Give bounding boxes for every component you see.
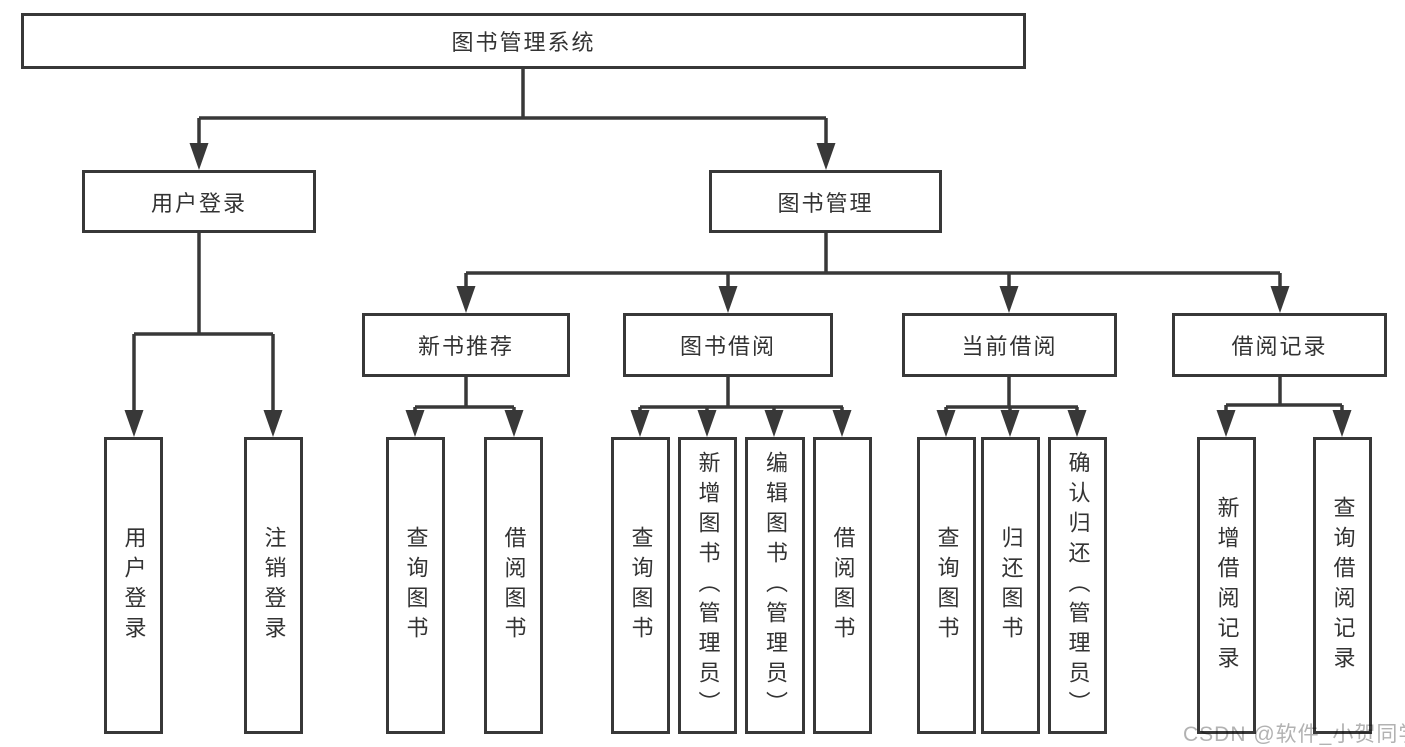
arrow-down-icon: [630, 410, 650, 437]
node-query-borrow-record: 查询借阅记录: [1313, 437, 1372, 734]
node-current-borrowing: 当前借阅: [902, 313, 1117, 377]
node-add-books-admin: 新增图书（管理员）: [678, 437, 737, 734]
arrow-down-icon: [697, 410, 717, 437]
node-label: 确认归还（管理员）: [1065, 450, 1091, 721]
node-label: 查询借阅记录: [1330, 495, 1356, 676]
connector-arrow-stems: [124, 118, 1352, 437]
arrow-down-icon: [504, 410, 524, 437]
node-user-login-branch: 用户登录: [82, 170, 316, 233]
csdn-watermark: CSDN @软件_小贺同学: [1183, 723, 1405, 746]
node-book-management-branch: 图书管理: [709, 170, 942, 233]
node-query-books-borrowing: 查询图书: [611, 437, 670, 734]
arrow-down-icon: [1067, 410, 1087, 437]
arrow-down-icon: [405, 410, 425, 437]
node-label: 查询图书: [934, 525, 960, 646]
arrow-down-icon: [1216, 410, 1236, 437]
node-label: 借阅记录: [1231, 334, 1328, 359]
node-label: 用户登录: [121, 525, 147, 646]
node-new-book-recommendation: 新书推荐: [362, 313, 570, 377]
node-book-borrowing: 图书借阅: [623, 313, 833, 377]
node-query-books-recommend: 查询图书: [386, 437, 445, 734]
node-edit-books-admin: 编辑图书（管理员）: [745, 437, 805, 734]
arrow-down-icon: [936, 410, 956, 437]
arrow-down-icon: [999, 286, 1019, 313]
arrow-down-icon: [832, 410, 852, 437]
node-label: 当前借阅: [961, 334, 1058, 359]
node-logout: 注销登录: [244, 437, 303, 734]
node-label: 借阅图书: [501, 525, 527, 646]
node-label: 查询图书: [403, 525, 429, 646]
node-borrow-books: 借阅图书: [813, 437, 872, 734]
arrow-down-icon: [124, 410, 144, 437]
arrow-down-icon: [718, 286, 738, 313]
arrow-down-icon: [1332, 410, 1352, 437]
node-label: 新书推荐: [417, 334, 514, 359]
arrow-down-icon: [263, 410, 283, 437]
node-library-management-system: 图书管理系统: [21, 13, 1026, 69]
arrow-down-icon: [189, 143, 209, 170]
node-label: 查询图书: [628, 525, 654, 646]
node-label: 图书管理系统: [451, 30, 596, 55]
node-borrow-books-recommend: 借阅图书: [484, 437, 543, 734]
node-label: 用户登录: [150, 190, 247, 216]
node-confirm-return-admin: 确认归还（管理员）: [1048, 437, 1107, 734]
node-label: 注销登录: [261, 525, 287, 646]
node-label: 编辑图书（管理员）: [763, 450, 788, 721]
node-query-books-current: 查询图书: [917, 437, 976, 734]
node-user-login: 用户登录: [104, 437, 163, 734]
node-add-borrow-record: 新增借阅记录: [1197, 437, 1256, 734]
node-label: 新增借阅记录: [1214, 495, 1240, 676]
node-borrowing-records: 借阅记录: [1172, 313, 1387, 377]
node-return-books: 归还图书: [981, 437, 1040, 734]
arrow-down-icon: [816, 143, 836, 170]
arrow-down-icon: [456, 286, 476, 313]
arrow-down-icon: [1000, 410, 1020, 437]
arrow-down-icon: [1270, 286, 1290, 313]
connector-trunk-lines: [134, 69, 1342, 409]
node-label: 图书借阅: [679, 334, 776, 359]
arrow-down-icon: [764, 410, 784, 437]
node-label: 归还图书: [998, 525, 1024, 646]
node-label: 新增图书（管理员）: [695, 450, 721, 721]
node-label: 借阅图书: [830, 525, 856, 646]
node-label: 图书管理: [777, 190, 874, 216]
